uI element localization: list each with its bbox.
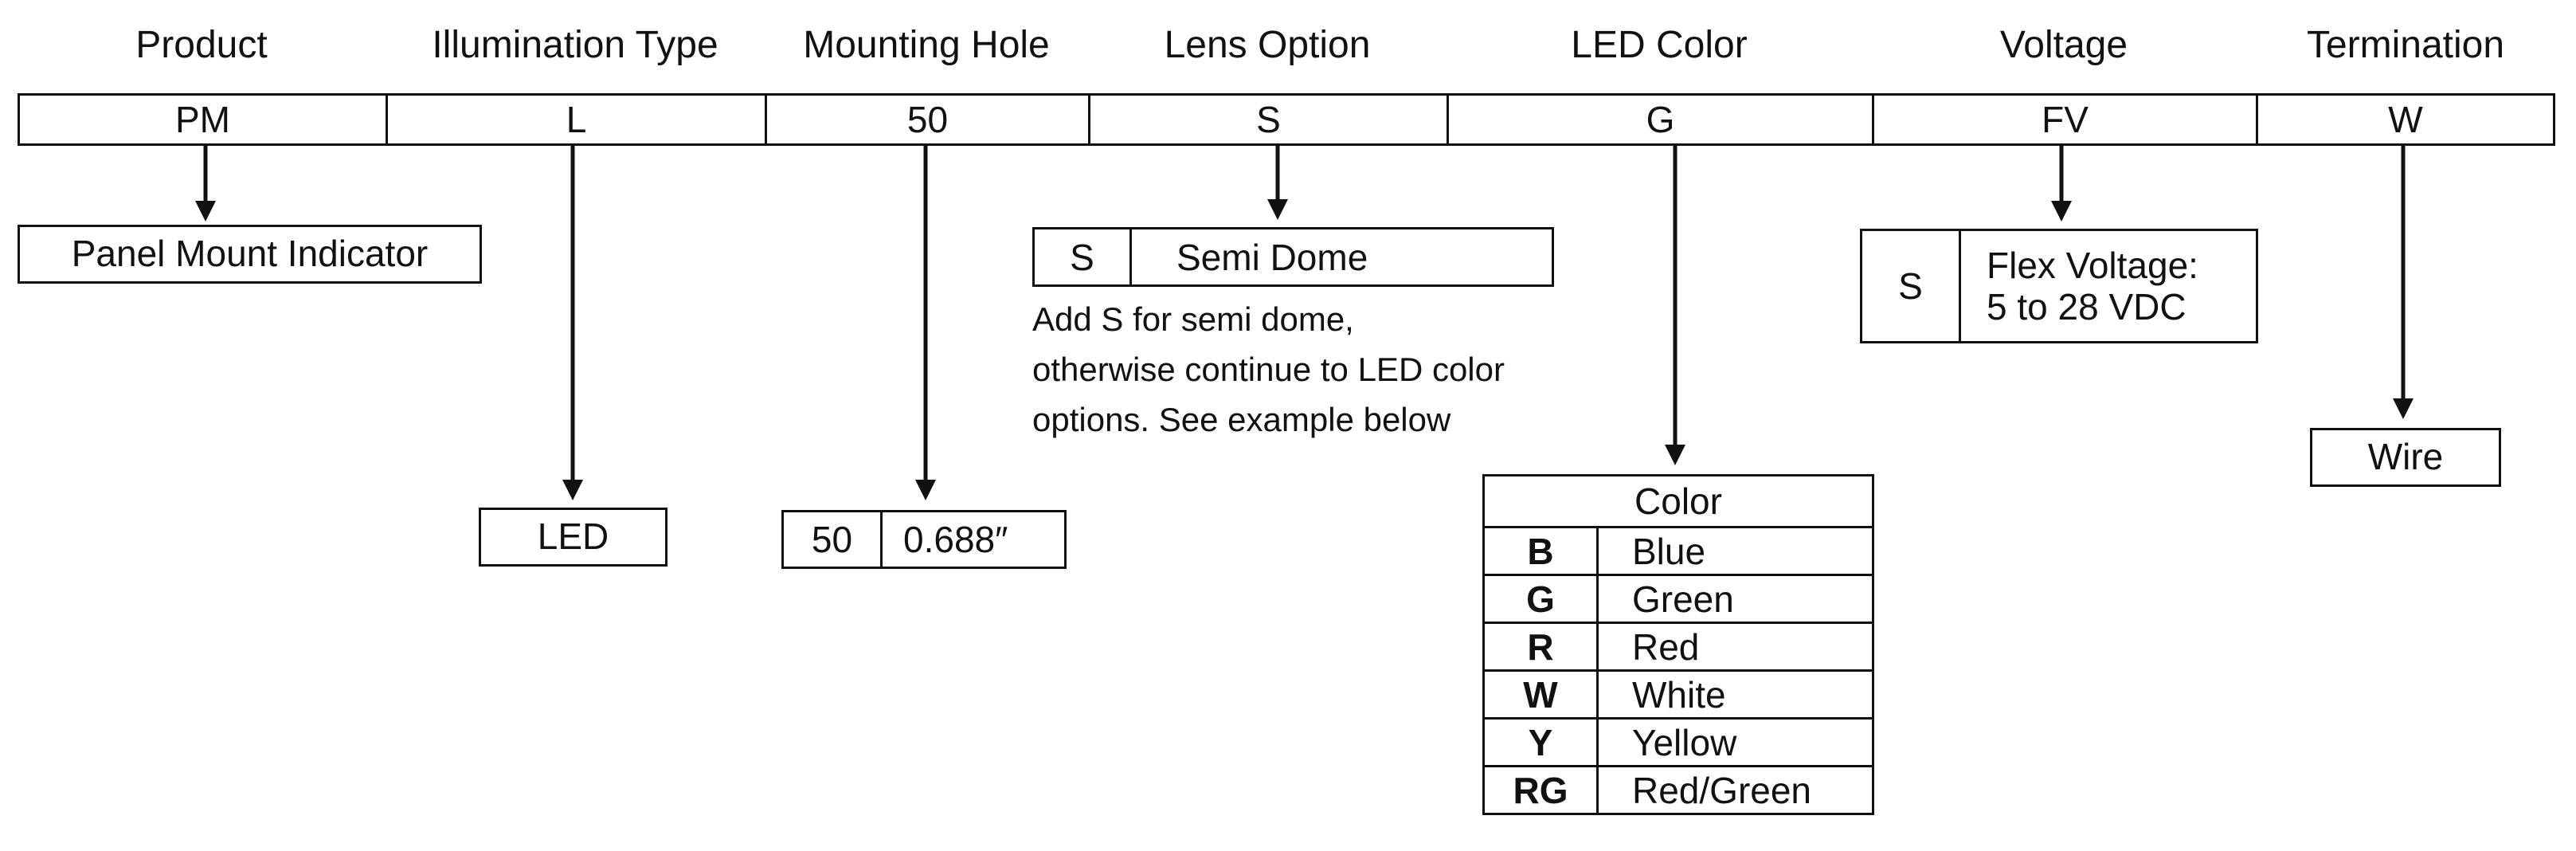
lens-note-line: Add S for semi dome, [1032, 300, 1354, 338]
illumination-option-label: LED [537, 516, 609, 557]
color-code: W [1482, 669, 1599, 720]
color-row: G Green [1482, 574, 1874, 624]
header-led-color: LED Color [1571, 24, 1748, 66]
part-cell-product: PM [20, 96, 388, 143]
header-voltage: Voltage [1999, 24, 2128, 66]
mounting-code: 50 [811, 519, 853, 560]
color-name: Yellow [1596, 717, 1874, 767]
header-mounting-hole: Mounting Hole [803, 24, 1050, 66]
color-name: Green [1596, 574, 1874, 624]
voltage-code: S [1898, 265, 1923, 307]
part-cell-led-color: G [1449, 96, 1874, 143]
voltage-option-box: S Flex Voltage: 5 to 28 VDC [1860, 229, 2258, 343]
color-row: RG Red/Green [1482, 765, 1874, 815]
product-option-box: Panel Mount Indicator [18, 225, 482, 284]
color-row: W White [1482, 669, 1874, 720]
color-code: B [1482, 526, 1599, 576]
color-row: R Red [1482, 622, 1874, 672]
color-row: Y Yellow [1482, 717, 1874, 767]
header-product: Product [135, 24, 268, 66]
color-code: G [1482, 574, 1599, 624]
color-table-header: Color [1482, 474, 1874, 528]
mounting-option-box: 50 0.688″ [781, 510, 1067, 569]
color-name: Blue [1596, 526, 1874, 576]
part-cell-termination: W [2388, 99, 2423, 140]
part-number-bar: PM L 50 S G FV W [18, 93, 2555, 146]
lens-note: Add S for semi dome, otherwise continue … [1032, 294, 1505, 445]
termination-option-box: Wire [2310, 428, 2501, 487]
voltage-line-2: 5 to 28 VDC [1987, 286, 2186, 327]
color-row: B Blue [1482, 526, 1874, 576]
lens-note-line: otherwise continue to LED color [1032, 351, 1505, 388]
part-cell-lens: S [1090, 96, 1449, 143]
header-illumination-type: Illumination Type [432, 24, 718, 66]
product-option-label: Panel Mount Indicator [71, 233, 429, 274]
lens-note-line: options. See example below [1032, 401, 1451, 438]
lens-label: Semi Dome [1176, 236, 1368, 278]
mounting-size: 0.688″ [903, 519, 1008, 560]
part-cell-illumination: L [388, 96, 767, 143]
color-name: Red/Green [1596, 765, 1874, 815]
part-cell-mounting: 50 [767, 96, 1090, 143]
color-name: White [1596, 669, 1874, 720]
color-name: Red [1596, 622, 1874, 672]
led-color-table: Color B Blue G Green R Red W White Y Yel… [1482, 474, 1874, 815]
color-code: R [1482, 622, 1599, 672]
header-termination: Termination [2306, 24, 2505, 66]
color-code: RG [1482, 765, 1599, 815]
voltage-line-1: Flex Voltage: [1987, 245, 2198, 286]
illumination-option-box: LED [479, 508, 667, 567]
lens-option-box: S Semi Dome [1032, 227, 1554, 287]
termination-option-label: Wire [2367, 436, 2444, 477]
color-code: Y [1482, 717, 1599, 767]
lens-code: S [1070, 236, 1094, 278]
part-cell-voltage: FV [1874, 96, 2258, 143]
header-lens-option: Lens Option [1164, 24, 1371, 66]
